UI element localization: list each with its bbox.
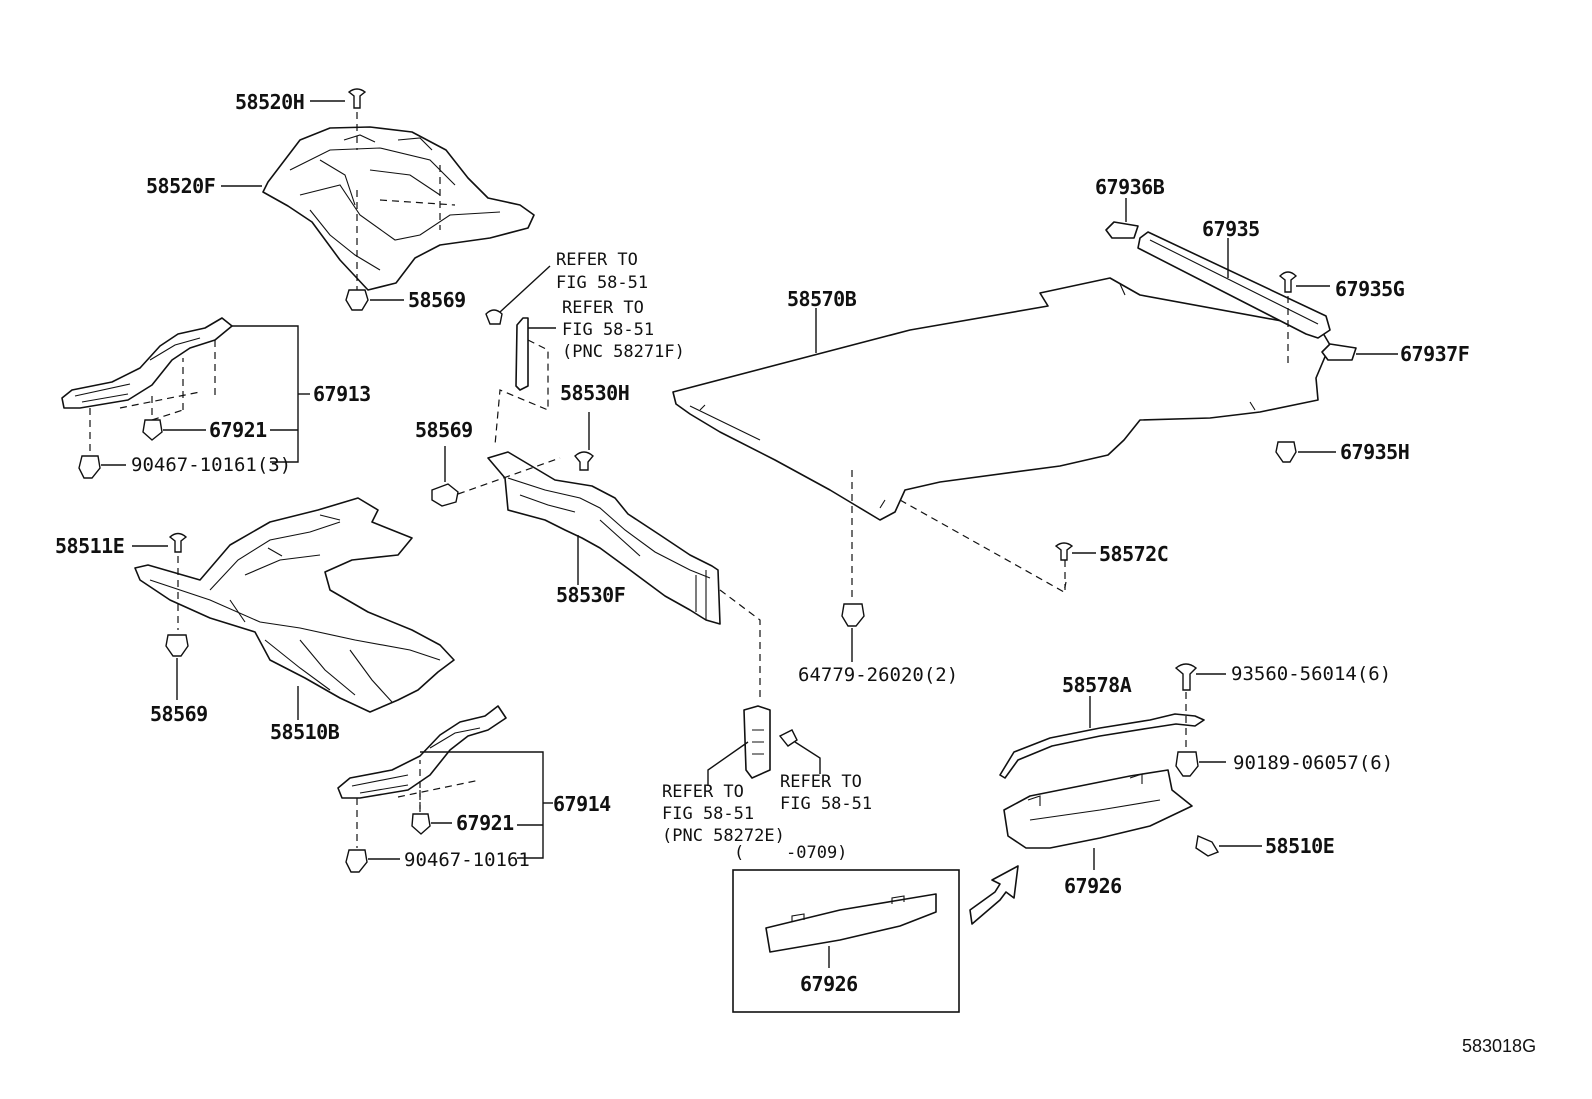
label-90467-10161-3: 90467-10161(3) — [131, 454, 291, 476]
refer-to-4-line1: REFER TO — [780, 772, 862, 792]
label-58578A: 58578A — [1062, 673, 1132, 697]
label-64779-26020-2: 64779-26020(2) — [798, 664, 958, 686]
label-58569-top: 58569 — [408, 288, 466, 312]
part-64779-clip[interactable] — [841, 603, 865, 627]
part-58510E-clip[interactable] — [1195, 835, 1220, 857]
label-58510E: 58510E — [1265, 834, 1334, 858]
ref-bracket-58272E[interactable] — [743, 705, 771, 779]
refer-to-4-line2: FIG 58-51 — [780, 794, 872, 814]
refer-to-2-line2: FIG 58-51 — [562, 320, 654, 340]
label-58569-left: 58569 — [150, 702, 208, 726]
label-67921-a: 67921 — [209, 418, 267, 442]
label-58572C: 58572C — [1099, 542, 1168, 566]
part-67921-clip-b[interactable] — [411, 813, 431, 835]
refer-to-2-line3: (PNC 58271F) — [562, 342, 685, 362]
part-67921-clip-a[interactable] — [142, 419, 163, 441]
label-67937F: 67937F — [1400, 342, 1469, 366]
part-90467-clip-b[interactable] — [345, 849, 368, 873]
part-58578A-bracket[interactable] — [999, 713, 1205, 779]
part-67926-cover[interactable] — [1003, 769, 1193, 849]
label-58510B: 58510B — [270, 720, 340, 744]
part-58569-clip-mid[interactable] — [431, 483, 459, 507]
label-90467-10161: 90467-10161 — [404, 849, 530, 871]
part-67914-scuff-plate[interactable] — [337, 705, 507, 799]
part-58510B-front-floor-carpet[interactable] — [134, 497, 455, 713]
ref-clip-top[interactable] — [485, 309, 503, 325]
part-67926-inset-cover[interactable] — [765, 893, 937, 953]
label-67935: 67935 — [1202, 217, 1260, 241]
inset-date-range: -0709) — [786, 843, 847, 863]
refer-to-3-line2: FIG 58-51 — [662, 804, 754, 824]
part-58530H-clip[interactable] — [574, 451, 594, 471]
refer-to-3-line1: REFER TO — [662, 782, 744, 802]
label-58511E: 58511E — [55, 534, 124, 558]
inset-frame — [732, 869, 960, 1013]
part-67935H-clip[interactable] — [1275, 441, 1297, 463]
refer-to-1-line1: REFER TO — [556, 250, 638, 270]
part-90189-nut[interactable] — [1175, 751, 1199, 777]
label-58569-mid: 58569 — [415, 418, 473, 442]
label-58530F: 58530F — [556, 583, 625, 607]
part-67935G-bolt[interactable] — [1278, 271, 1298, 293]
label-67926-inset: 67926 — [800, 972, 858, 996]
label-67935G: 67935G — [1335, 277, 1405, 301]
part-58520H-clip-top[interactable] — [347, 88, 367, 109]
part-67937F-pad[interactable] — [1321, 343, 1357, 361]
part-93560-bolt[interactable] — [1174, 663, 1198, 691]
diagram-code: 583018G — [1462, 1036, 1536, 1056]
part-90467-clip-a[interactable] — [78, 455, 101, 479]
label-58570B: 58570B — [787, 287, 857, 311]
label-67921-b: 67921 — [456, 811, 514, 835]
part-58569-clip-left[interactable] — [165, 634, 189, 657]
refer-to-3-line3: (PNC 58272E) — [662, 826, 785, 846]
label-58520F: 58520F — [146, 174, 215, 198]
arrow-icon — [969, 865, 1019, 925]
label-67914: 67914 — [553, 792, 611, 816]
label-93560-56014-6: 93560-56014(6) — [1231, 663, 1391, 685]
label-67935H: 67935H — [1340, 440, 1409, 464]
label-67913: 67913 — [313, 382, 371, 406]
refer-to-2-line1: REFER TO — [562, 298, 644, 318]
ref-clip-bottom[interactable] — [778, 729, 798, 747]
label-67926: 67926 — [1064, 874, 1122, 898]
part-58570B-floor-mat[interactable] — [672, 277, 1331, 521]
part-67913-scuff-plate[interactable] — [61, 317, 233, 409]
part-67935-rail[interactable] — [1137, 231, 1331, 339]
ref-bracket-58271F[interactable] — [515, 317, 529, 391]
label-58520H: 58520H — [235, 90, 304, 114]
label-90189-06057-6: 90189-06057(6) — [1233, 752, 1393, 774]
part-58572C-clip[interactable] — [1054, 542, 1074, 561]
inset-date-open: ( — [734, 843, 744, 863]
refer-to-1-line2: FIG 58-51 — [556, 273, 648, 293]
part-58569-clip-top[interactable] — [345, 289, 369, 311]
label-67936B: 67936B — [1095, 175, 1165, 199]
part-58530F-duct[interactable] — [487, 451, 721, 625]
label-58530H: 58530H — [560, 381, 629, 405]
part-67936B-pad[interactable] — [1105, 221, 1139, 239]
part-58511E-clip[interactable] — [168, 532, 188, 553]
part-58520F-rear-floor-carpet[interactable] — [262, 126, 535, 291]
